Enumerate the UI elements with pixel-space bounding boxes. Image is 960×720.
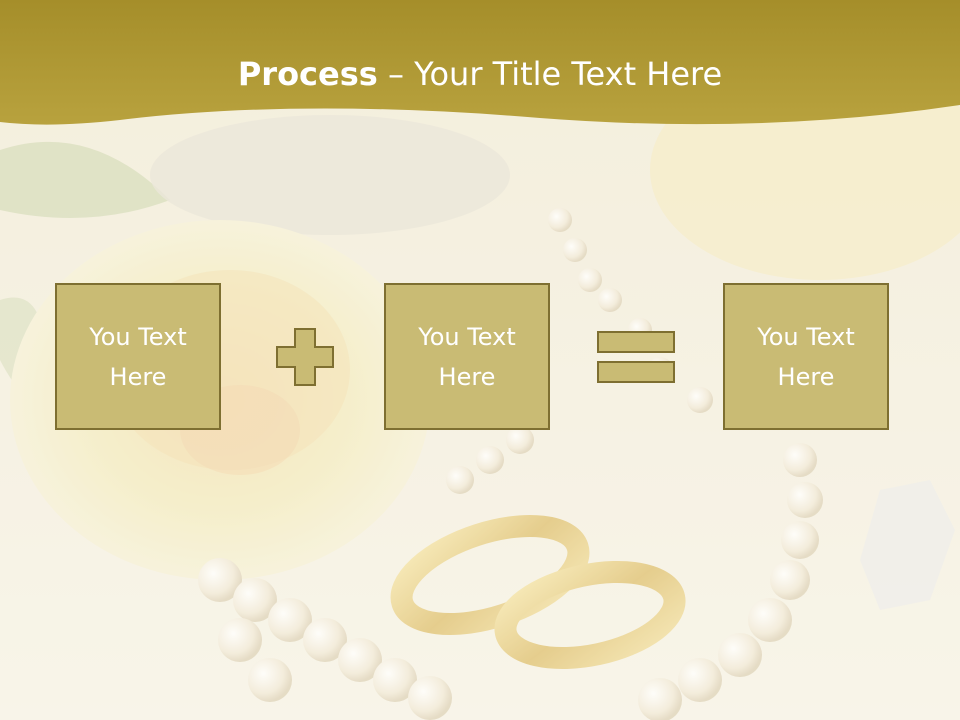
title-separator: – bbox=[377, 55, 415, 93]
plus-icon[interactable] bbox=[275, 327, 335, 387]
process-box-2-text: You Text Here bbox=[418, 322, 516, 391]
title-bold: Process bbox=[237, 55, 378, 93]
process-box-1-text: You Text Here bbox=[89, 322, 187, 391]
process-box-2[interactable]: You Text Here bbox=[384, 283, 550, 430]
slide-title[interactable]: Process – Your Title Text Here bbox=[0, 52, 960, 96]
process-box-3[interactable]: You Text Here bbox=[723, 283, 889, 430]
title-band bbox=[0, 0, 960, 125]
title-rest: Your Title Text Here bbox=[414, 55, 723, 93]
equals-icon[interactable] bbox=[596, 330, 678, 384]
process-box-3-text: You Text Here bbox=[757, 322, 855, 391]
process-box-1[interactable]: You Text Here bbox=[55, 283, 221, 430]
